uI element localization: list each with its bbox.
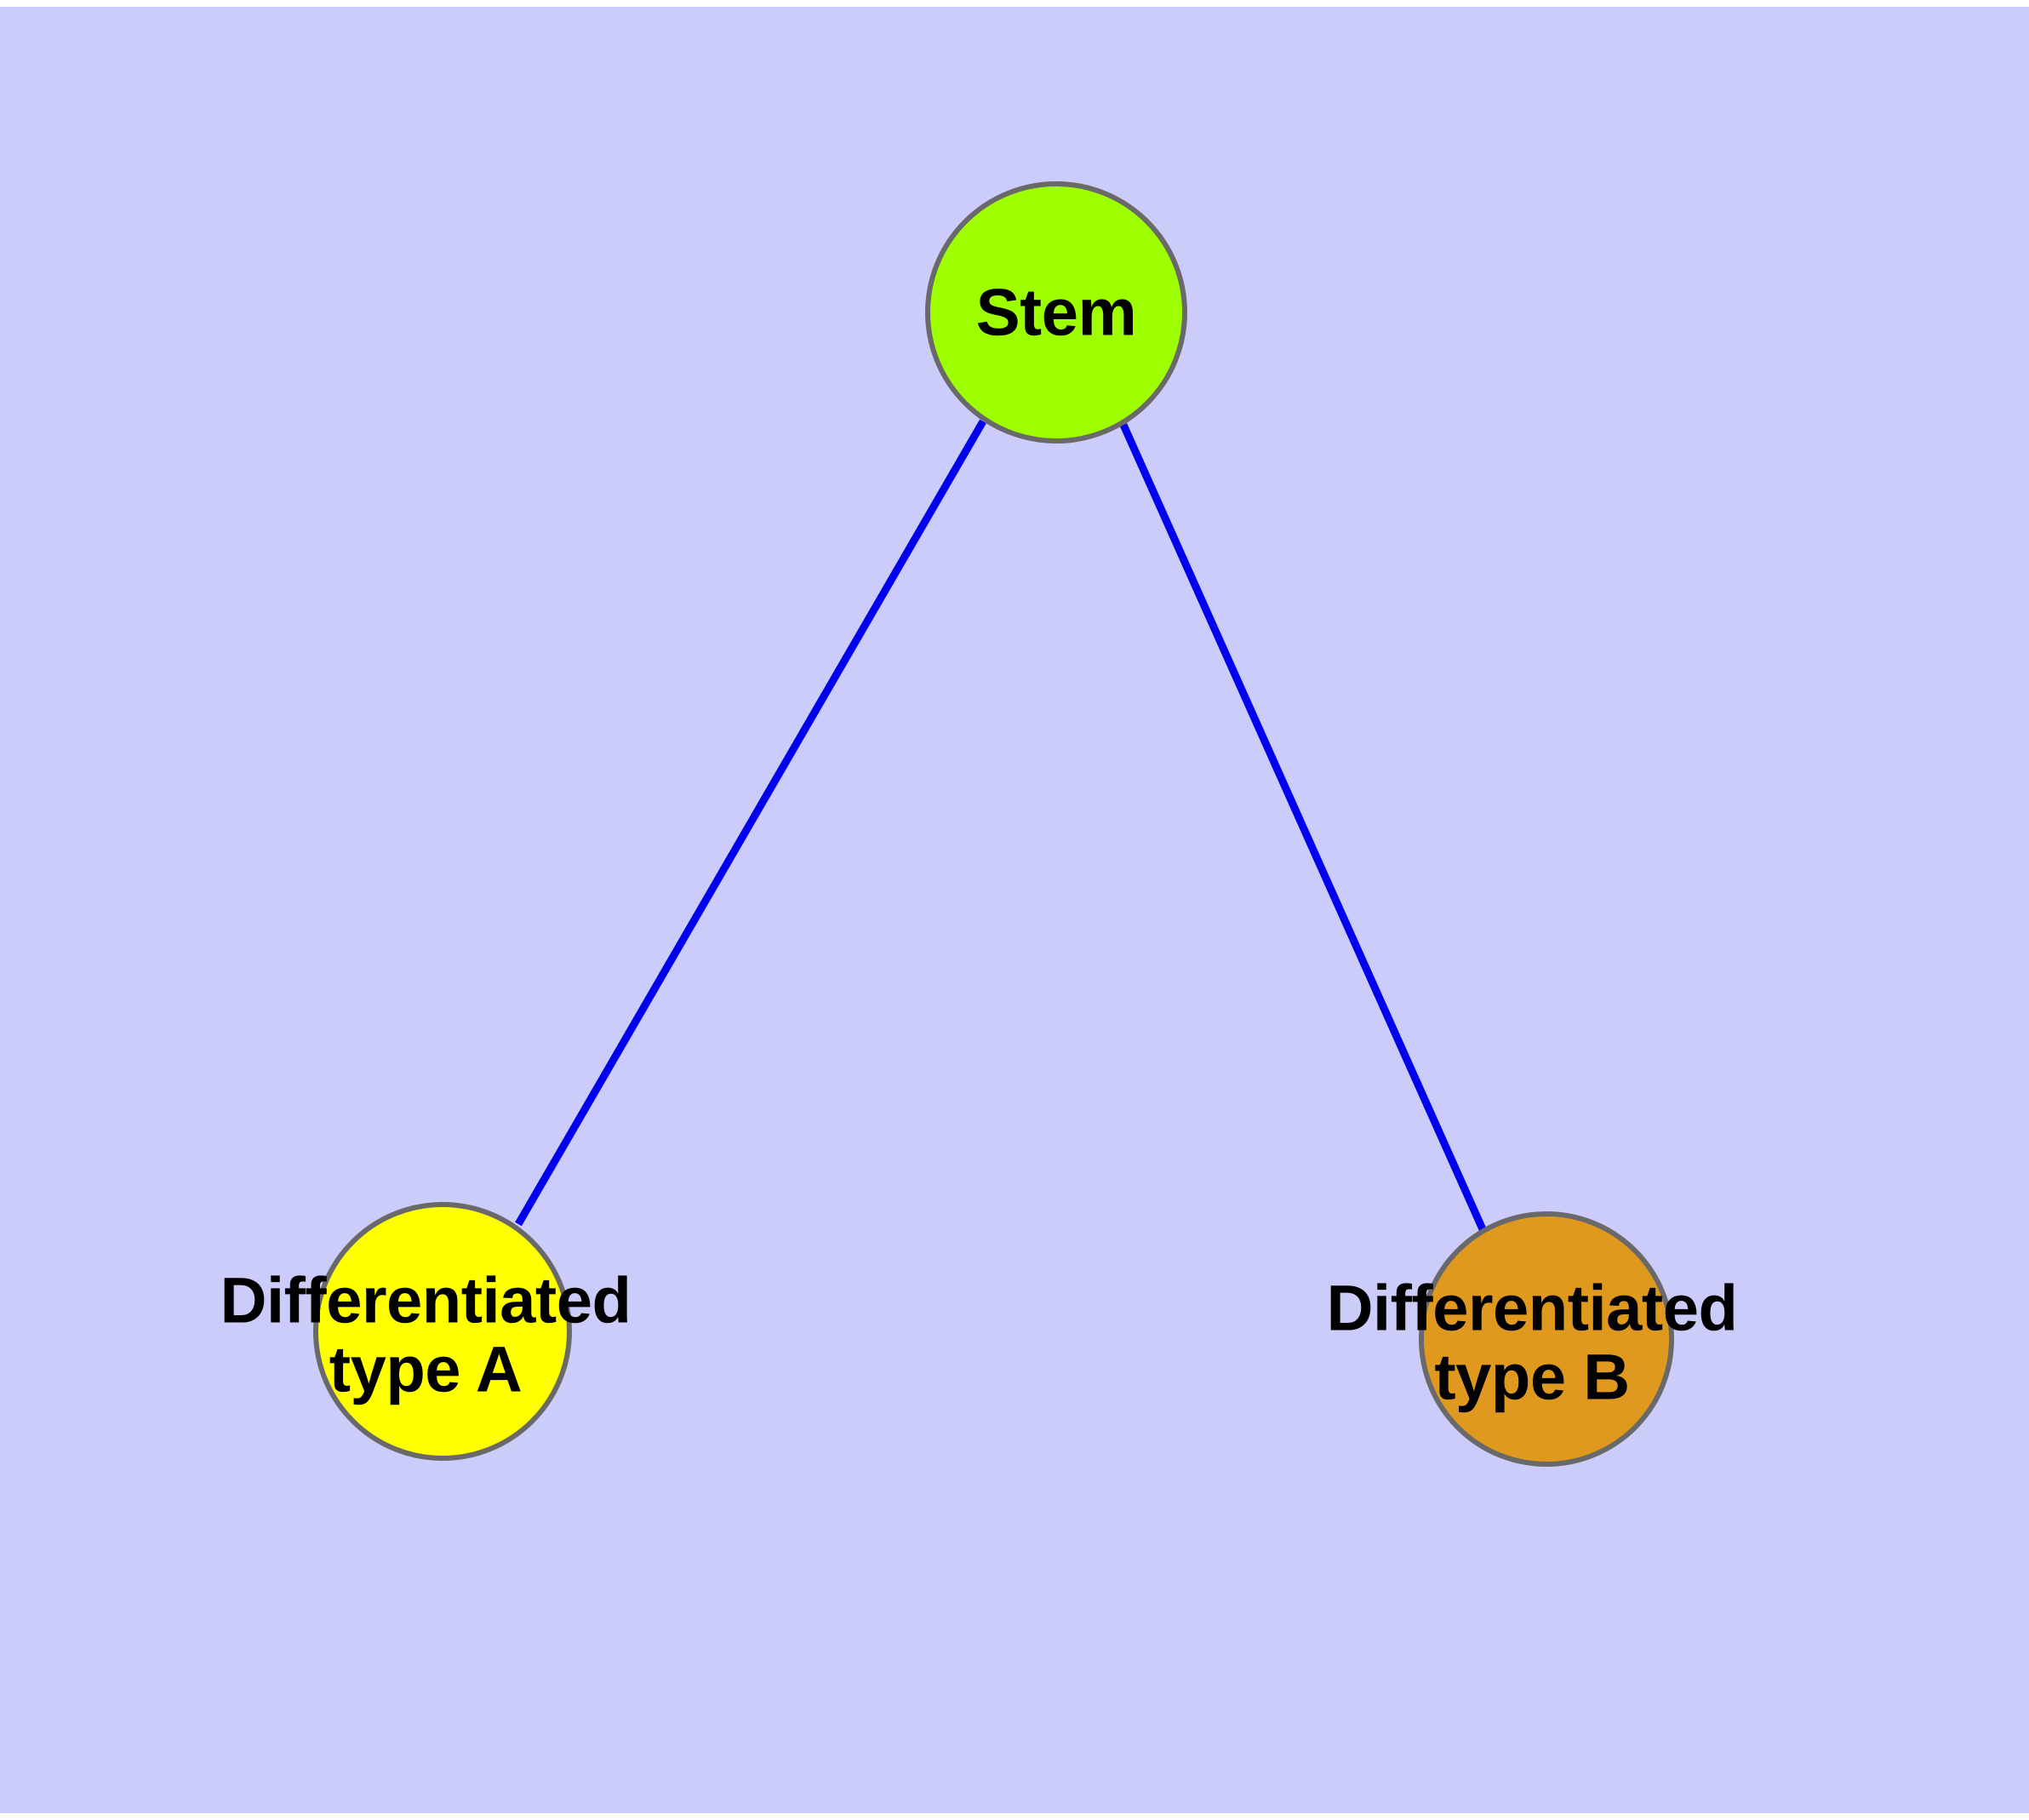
node-stem[interactable] bbox=[925, 181, 1187, 444]
node-differentiated-type-b[interactable] bbox=[1419, 1211, 1674, 1467]
node-layer bbox=[313, 181, 1674, 1467]
edge-layer bbox=[515, 419, 1487, 1231]
node-differentiated-type-a[interactable] bbox=[313, 1202, 572, 1461]
edge-stem-to-differentiated-type-a[interactable] bbox=[515, 419, 986, 1227]
edge-stem-to-differentiated-type-b[interactable] bbox=[1119, 423, 1487, 1231]
